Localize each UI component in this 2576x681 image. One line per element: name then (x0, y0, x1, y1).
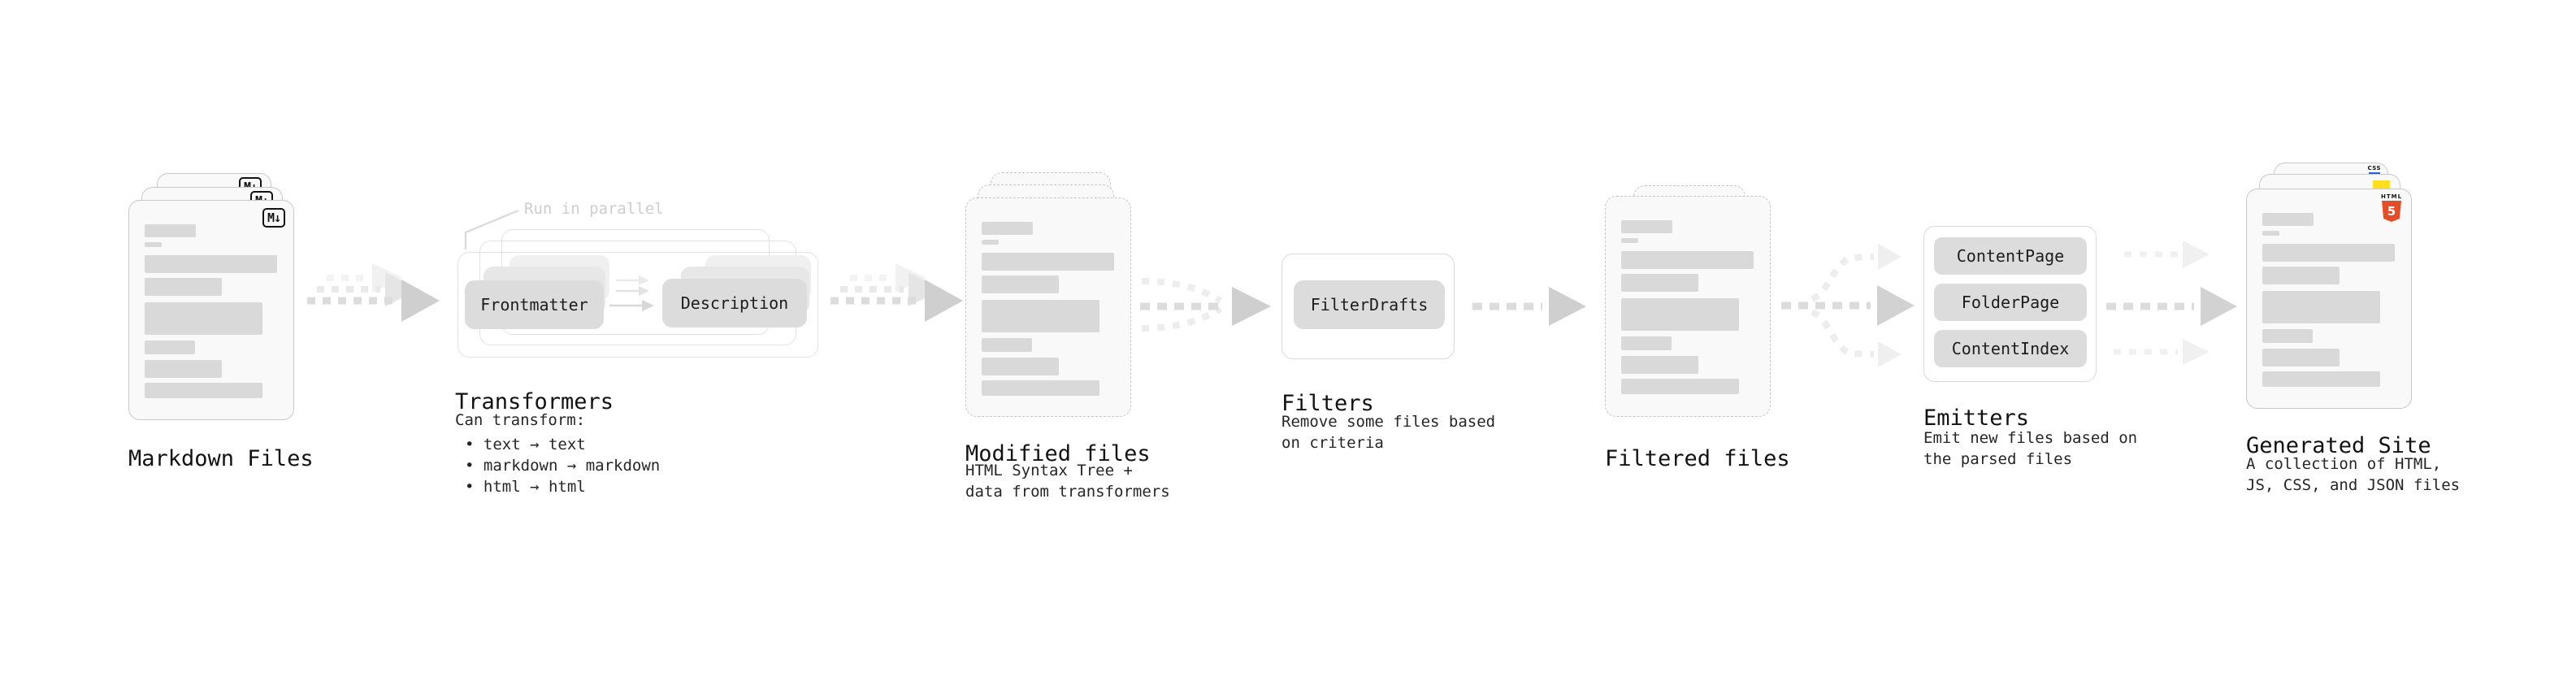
doc-line (982, 300, 1099, 332)
description-pill: Description (662, 279, 807, 327)
doc-line (2262, 329, 2313, 343)
generated-file-card-html: HTML 5 (2246, 189, 2412, 409)
doc-line (145, 383, 262, 398)
css-icon: CSS (2367, 166, 2381, 175)
doc-line (2262, 349, 2340, 367)
generated-subtitle-line: A collection of HTML, (2246, 455, 2442, 473)
doc-line (982, 358, 1059, 375)
filtered-files-title: Filtered files (1605, 446, 1790, 472)
arrow-emitters-to-generated (2106, 241, 2237, 365)
emitters-subtitle-line: Emit new files based on (1923, 429, 2138, 447)
emitters-subtitle-line: the parsed files (1923, 450, 2073, 468)
filters-subtitle-line: on criteria (1281, 434, 1384, 452)
transformers-title: Transformers (455, 389, 614, 415)
doc-line (1621, 298, 1739, 331)
doc-line (145, 278, 222, 296)
doc-line (1621, 274, 1698, 292)
emitters-subtitle: Emit new files based on the parsed files (1923, 427, 2137, 470)
doc-line (145, 255, 277, 273)
doc-line (2262, 371, 2380, 387)
emitters-title: Emitters (1923, 406, 2030, 432)
doc-line (982, 253, 1114, 271)
filters-title: Filters (1281, 391, 1374, 417)
doc-line (145, 360, 222, 378)
document-placeholder-lines (2262, 213, 2395, 387)
run-in-parallel-annotation: Run in parallel (524, 200, 664, 218)
transform-capability-list: text → text markdown → markdown html → h… (455, 434, 660, 497)
modified-subtitle-line: HTML Syntax Tree + (965, 462, 1133, 479)
doc-line (2262, 267, 2340, 284)
doc-line (1621, 356, 1698, 374)
transformer-group-front (458, 252, 818, 358)
doc-line (1621, 220, 1672, 233)
document-placeholder-lines (1621, 220, 1754, 394)
modified-subtitle-line: data from transformers (965, 483, 1170, 501)
doc-line (1621, 379, 1739, 394)
doc-line (982, 380, 1099, 396)
contentpage-pill: ContentPage (1934, 237, 2087, 275)
markdown-file-card-front: M↓ (128, 200, 294, 420)
transformers-subtitle-heading: Can transform: (455, 411, 586, 429)
arrow-modified-to-filters (1140, 278, 1271, 332)
doc-line (982, 222, 1033, 235)
doc-line (145, 302, 262, 335)
doc-line (1621, 336, 1672, 350)
filterdrafts-pill: FilterDrafts (1294, 280, 1445, 329)
modified-files-title: Modified files (965, 441, 1151, 467)
transform-list-item: text → text (455, 434, 660, 455)
generated-site-title: Generated Site (2246, 433, 2431, 459)
doc-line (1621, 251, 1754, 269)
generated-site-subtitle: A collection of HTML, JS, CSS, and JSON … (2246, 453, 2460, 496)
modified-file-card-front (965, 197, 1131, 417)
doc-line (2262, 213, 2314, 226)
document-placeholder-lines (145, 224, 277, 398)
doc-line (2262, 231, 2279, 236)
arrow-filtered-to-emitters (1781, 244, 1915, 367)
arrow-transformers-to-modified (830, 263, 963, 322)
frontmatter-pill: Frontmatter (465, 280, 604, 329)
doc-line (2262, 244, 2395, 262)
document-placeholder-lines (982, 222, 1114, 396)
doc-line (982, 240, 999, 245)
generated-subtitle-line: JS, CSS, and JSON files (2246, 476, 2461, 494)
contentindex-pill: ContentIndex (1934, 330, 2087, 367)
arrow-markdown-to-transformers (307, 263, 440, 322)
markdown-files-title: Markdown Files (128, 446, 314, 472)
modified-files-subtitle: HTML Syntax Tree + data from transformer… (965, 460, 1170, 502)
doc-line (145, 340, 195, 354)
filters-subtitle-line: Remove some files based (1281, 413, 1496, 431)
arrow-filters-to-filtered (1472, 287, 1586, 326)
filters-subtitle: Remove some files based on criteria (1281, 411, 1495, 453)
javascript-icon (2373, 180, 2390, 189)
doc-line (1621, 238, 1638, 243)
doc-line (145, 224, 196, 237)
transform-list-item: html → html (455, 476, 660, 497)
markdown-icon: M↓ (262, 208, 285, 228)
doc-line (982, 338, 1032, 352)
html5-icon: HTML 5 (2380, 193, 2403, 222)
folderpage-pill: FolderPage (1934, 284, 2087, 321)
doc-line (145, 242, 162, 247)
transformers-subtitle: Can transform: text → text markdown → ma… (455, 410, 660, 497)
filtered-file-card-front (1605, 196, 1771, 417)
doc-line (982, 275, 1059, 293)
transform-list-item: markdown → markdown (455, 455, 660, 476)
doc-line (2262, 291, 2380, 323)
